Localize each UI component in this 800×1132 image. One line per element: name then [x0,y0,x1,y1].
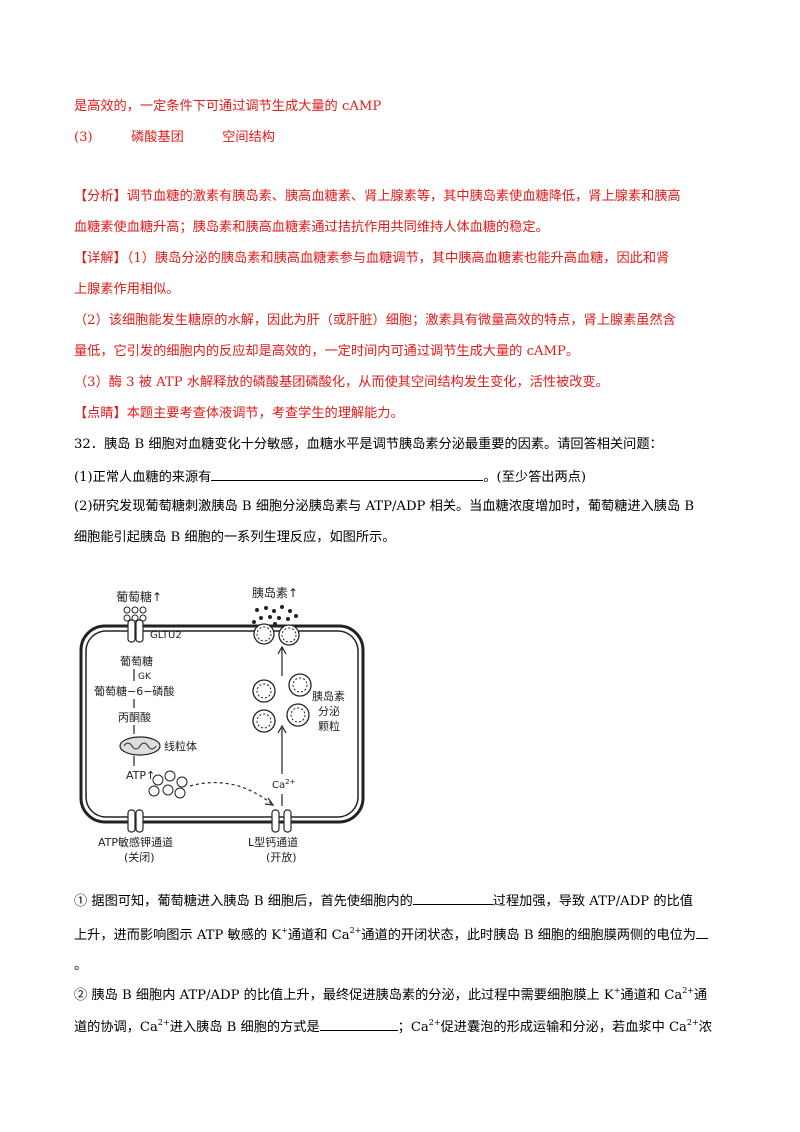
glucose-molecules-icon [123,606,147,622]
ca-channel-icon [271,809,292,833]
detail-line-4: 量低，它引发的细胞内的反应却是高效的，一定时间内可通过调节生成大量的 cAMP。 [74,344,580,359]
label-k-channel: ATP敏感钾通道 [98,835,173,849]
detail-line-3: （2）该细胞能发生糖原的水解，因此为肝（或肝脏）细胞；激素具有微量高效的特点，肾… [74,313,676,328]
secreted-insulin-icon [252,605,300,646]
question-32-part-2-line-2: 细胞能引起胰岛 B 细胞的一系列生理反应，如图所示。 [74,530,396,545]
comment-tag: 【点睛】 [74,406,127,421]
label-l-channel-state: (开放) [266,850,297,864]
subquestion-2-line-2: 道的协调，Ca2+进入胰岛 B 细胞的方式是；Ca2+促进囊泡的形成运输和分泌，… [74,1016,712,1036]
subquestion-1-line-1: ① 据图可知，葡萄糖进入胰岛 B 细胞后，首先使细胞内的过程加强，导致 ATP/… [74,890,693,912]
insulin-granules-icon [252,673,312,733]
label-gk: GK [138,672,152,682]
answer-a: 磷酸基团 [131,130,184,145]
insulin-secretion-diagram: 葡萄糖↑ 胰岛素↑ GLTU2 葡萄糖 GK 葡萄糖−6−磷酸 丙酮酸 线粒体 … [79,585,365,864]
question-32-stem: 32．胰岛 B 细胞对血糖变化十分敏感，血糖水平是调节胰岛素分泌最重要的因素。请… [74,437,663,452]
label-glucose-inside: 葡萄糖 [120,654,153,668]
subquestion-1-line-2: 上升，进而影响图示 ATP 敏感的 K+通道和 Ca2+通道的开闭状态，此时胰岛… [74,924,708,946]
label-glucose-up: 葡萄糖↑ [116,589,162,604]
detail-line-1: 【详解】（1）胰岛分泌的胰岛素和胰高血糖素参与血糖调节，其中胰高血糖素也能升高血… [74,251,670,266]
dashed-arrow-k-to-ca [189,781,273,805]
answer-blank-2[interactable] [412,890,493,905]
question-32-part-2-line-1: (2)研究发现葡萄糖刺激胰岛 B 细胞分泌胰岛素与 ATP/ADP 相关。当血糖… [74,499,695,514]
k-channel-icon [127,809,144,833]
potassium-ions-icon [148,770,188,799]
detail-line-2: 上腺素作用相似。 [74,282,180,297]
label-pyruvate: 丙酮酸 [118,710,151,724]
detail-tag: 【详解】 [74,251,127,266]
mitochondrion-icon [119,736,161,756]
label-ca: Ca2+ [272,778,296,791]
cell-membrane-inner [85,630,359,818]
analysis-line-1: 【分析】调节血糖的激素有胰岛素、胰高血糖素、肾上腺素等，其中胰岛素使血糖降低，肾… [74,189,681,204]
answer-blank-3[interactable] [695,924,708,939]
label-l-channel: L型钙通道 [248,835,298,849]
answer-b: 空间结构 [222,130,275,145]
answer-number: (3) [74,130,93,145]
arrowhead-k-to-ca [264,797,275,806]
comment-line: 【点睛】本题主要考查体液调节，考查学生的理解能力。 [74,406,404,421]
label-granule-3: 颗粒 [318,719,340,733]
analysis-line-2: 血糖素使血糖升高；胰岛素和胰高血糖素通过拮抗作用共同维持人体血糖的稳定。 [74,220,549,235]
analysis-tag: 【分析】 [74,189,127,204]
answer-line-1: 是高效的，一定条件下可通过调节生成大量的 cAMP [74,99,382,114]
label-granule-2: 分泌 [318,705,340,718]
detail-line-5: （3）酶 3 被 ATP 水解释放的磷酸基团磷酸化，从而使其空间结构发生变化，活… [74,375,609,390]
cell-membrane [79,624,365,824]
label-g6p: 葡萄糖−6−磷酸 [94,684,174,698]
glut2-transporter-icon [127,619,144,643]
label-insulin-up: 胰岛素↑ [252,585,298,600]
label-atp-up: ATP↑ [126,769,155,782]
label-granule-1: 胰岛素 [312,689,345,703]
subquestion-1-line-3: 。 [74,958,88,973]
answer-blank-4[interactable] [319,1016,398,1031]
label-gltu2: GLTU2 [150,630,182,641]
question-32-part-1: (1)正常人血糖的来源有。(至少答出两点) [74,466,586,488]
answer-line-2: (3) 磷酸基团 空间结构 [74,128,275,148]
label-mitochondrion: 线粒体 [164,739,197,753]
label-k-channel-state: (关闭) [124,850,155,864]
subquestion-2-line-1: ② 胰岛 B 细胞内 ATP/ADP 的比值上升，最终促进胰岛素的分泌，此过程中… [74,986,708,1004]
answer-blank-1[interactable] [211,466,484,481]
